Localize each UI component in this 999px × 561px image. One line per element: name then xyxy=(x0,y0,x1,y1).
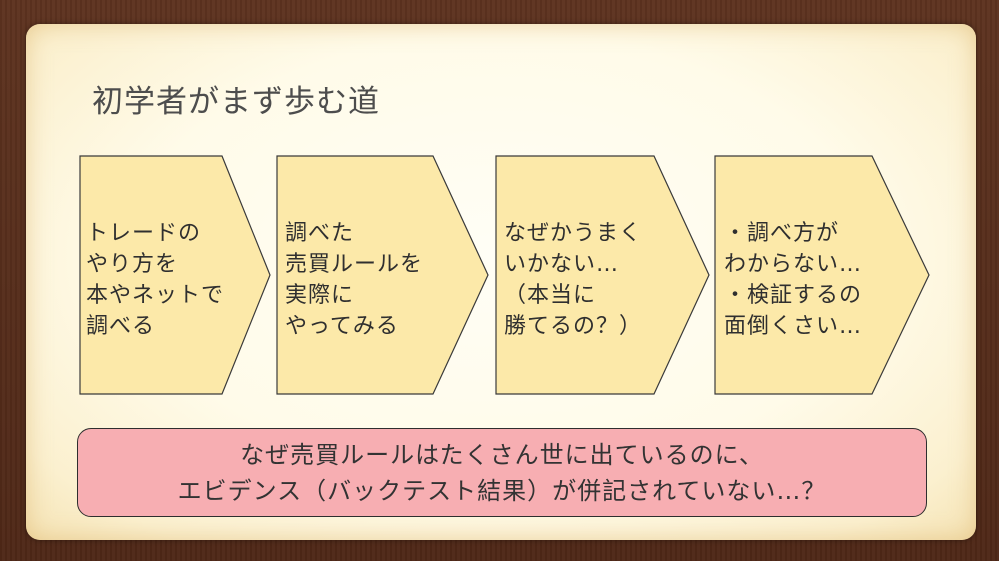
slide-title: 初学者がまず歩む道 xyxy=(92,84,380,120)
step-3-text: なぜかうまく いかない… （本当に 勝てるの？） xyxy=(504,221,643,339)
step-1-text: トレードの やり方を 本やネットで 調べる xyxy=(86,221,225,339)
chevron-step-3 xyxy=(495,155,710,395)
banner-text: なぜ売買ルールはたくさん世に出ているのに、 エビデンス（バックテスト結果）が併記… xyxy=(177,440,827,505)
step-4-text: ・調べ方が わからない… ・検証するの 面倒くさい… xyxy=(724,221,863,339)
question-banner: なぜ売買ルールはたくさん世に出ているのに、 エビデンス（バックテスト結果）が併記… xyxy=(77,428,927,517)
chevron-step-2 xyxy=(276,155,489,395)
chevron-step-1 xyxy=(79,155,271,395)
step-2-text: 調べた 売買ルールを 実際に やってみる xyxy=(285,221,424,339)
chevron-step-4 xyxy=(714,155,930,395)
